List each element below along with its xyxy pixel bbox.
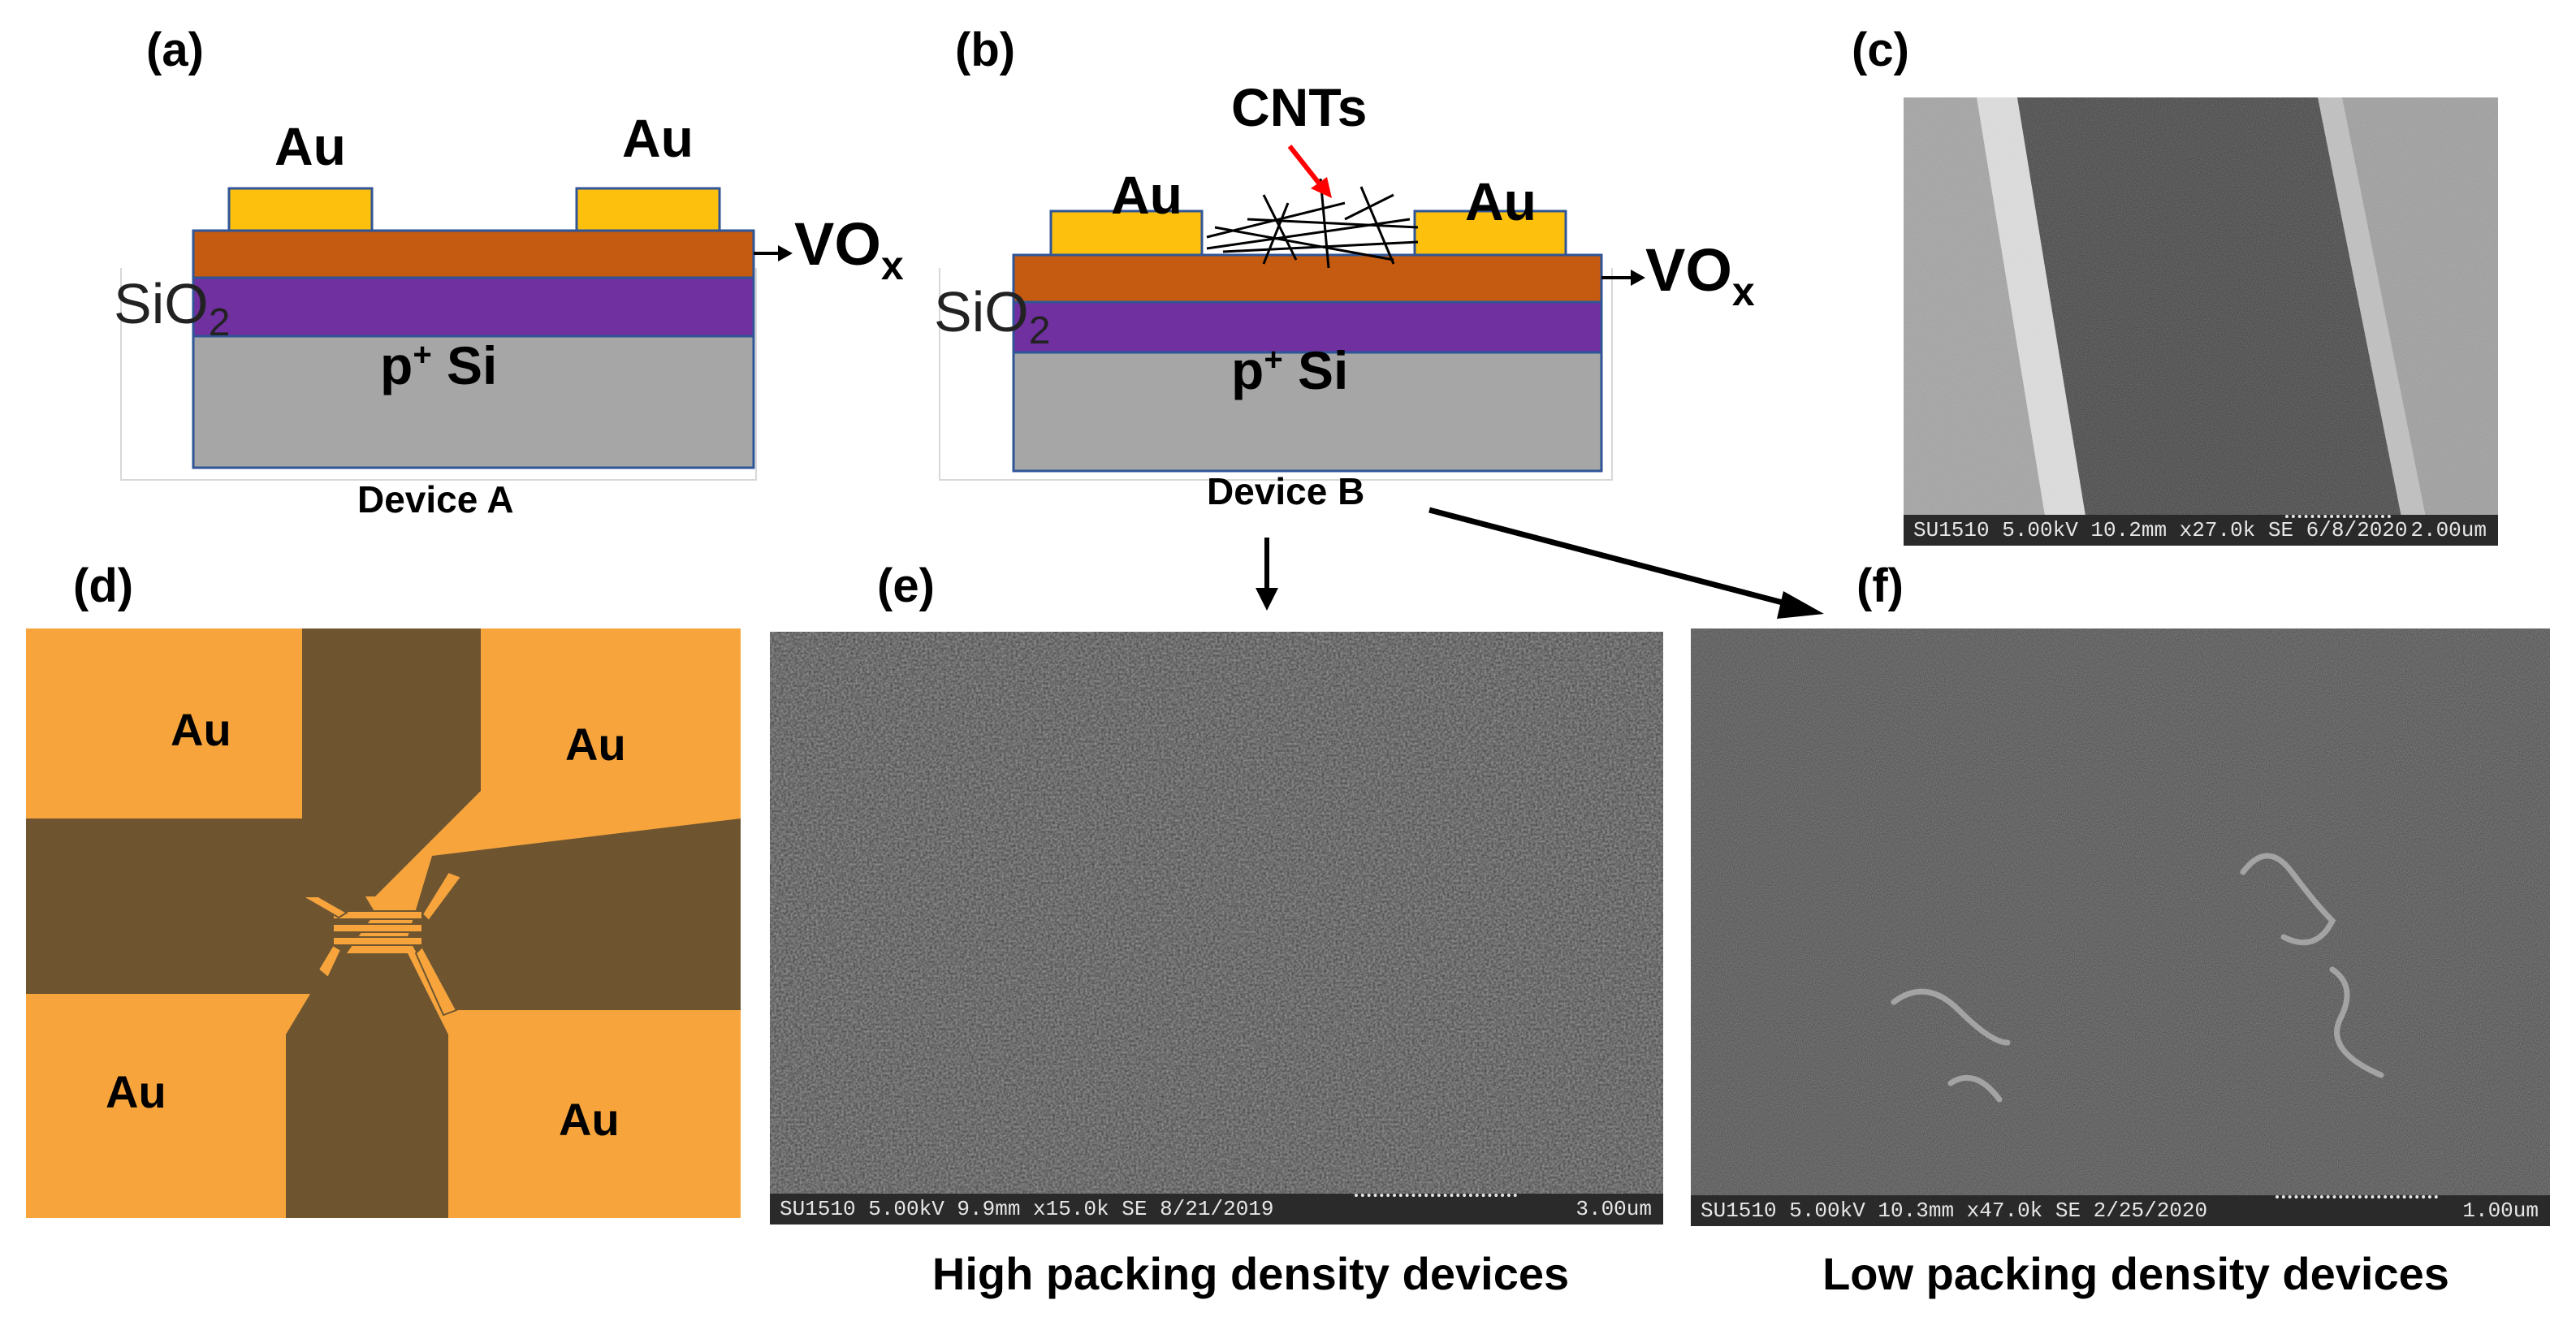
- vox-arrowhead-b: [1631, 270, 1645, 286]
- vox-layer-a: [192, 229, 755, 279]
- sio2-layer-a: [192, 276, 755, 338]
- panel-label-a: (a): [146, 24, 204, 76]
- si-label-a: p+ Si: [380, 335, 498, 395]
- vox-label-b: VOx: [1645, 236, 1755, 314]
- cnt-arrow-line: [1287, 145, 1323, 187]
- cnt-arrowhead: [1311, 177, 1332, 198]
- vox-label-a: VOx: [794, 210, 904, 288]
- arrowhead-to-f: [1777, 591, 1824, 619]
- sem-image-c: SU1510 5.00kV 10.2mm x27.0k SE 6/8/2020 …: [1904, 97, 2498, 546]
- sio2-label-b: SiO2: [934, 280, 1051, 352]
- layer-stack-b: [1012, 145, 1645, 473]
- panel-label-b: (b): [955, 24, 1016, 76]
- sem-scale-e: 3.00um: [1575, 1197, 1652, 1221]
- sem-info-bar-c: SU1510 5.00kV 10.2mm x27.0k SE 6/8/2020: [1904, 515, 2498, 546]
- arrow-to-f: [1428, 507, 1796, 609]
- au-label-right-b: Au: [1465, 171, 1537, 231]
- cnt-label: CNTs: [1231, 77, 1368, 137]
- optical-image-d: [26, 628, 741, 1218]
- au-label-left-a: Au: [274, 116, 346, 176]
- panel-a-frame: [120, 268, 757, 481]
- device-layout-d: [26, 628, 741, 1218]
- au-label-tl-d: Au: [171, 704, 231, 755]
- panel-label-d: (d): [73, 559, 134, 612]
- arrowhead-to-e: [1256, 588, 1278, 611]
- sem-scale-dots-c: [2285, 515, 2391, 521]
- sem-scale-c: 2.00um: [2410, 518, 2487, 542]
- au-electrode-right-b: [1413, 209, 1567, 257]
- sem-image-f: SU1510 5.00kV 10.3mm x47.0k SE 2/25/2020…: [1691, 628, 2550, 1226]
- si-label-b: p+ Si: [1231, 340, 1349, 400]
- caption-device-a: Device A: [357, 478, 514, 520]
- panel-label-e: (e): [877, 559, 935, 612]
- sem-scale-f: 1.00um: [2462, 1199, 2539, 1223]
- caption-device-b: Device B: [1207, 470, 1365, 512]
- sem-texture-c: [1904, 97, 2498, 546]
- panel-label-c: (c): [1852, 24, 1909, 76]
- au-label-tr-d: Au: [565, 719, 626, 770]
- panel-a-diagram: [120, 97, 851, 479]
- panel-b-frame: [939, 268, 1613, 481]
- layer-stack-a: [192, 187, 793, 469]
- sem-image-e: SU1510 5.00kV 9.9mm x15.0k SE 8/21/2019 …: [770, 632, 1663, 1224]
- caption-low-density: Low packing density devices: [1822, 1248, 2449, 1299]
- sem-texture-e: [770, 632, 1663, 1224]
- sio2-layer-b: [1012, 300, 1603, 354]
- panel-label-f: (f): [1856, 559, 1904, 612]
- si-layer-a: [192, 335, 755, 469]
- sio2-label-a: SiO2: [114, 272, 231, 344]
- panel-b-diagram: [939, 97, 1751, 479]
- sem-info-bar-e: SU1510 5.00kV 9.9mm x15.0k SE 8/21/2019: [770, 1194, 1663, 1224]
- sem-scale-dots-e: [1355, 1194, 1517, 1200]
- au-electrode-left-a: [227, 187, 374, 232]
- au-label-left-b: Au: [1111, 165, 1182, 225]
- sem-texture-f: [1691, 628, 2550, 1226]
- cnt-network: [1206, 178, 1419, 269]
- au-electrode-left-b: [1049, 209, 1204, 257]
- si-layer-b: [1012, 351, 1603, 473]
- vox-arrowhead-a: [778, 245, 793, 261]
- sem-scale-dots-f: [2276, 1195, 2438, 1202]
- au-label-br-d: Au: [559, 1094, 620, 1145]
- caption-high-density: High packing density devices: [931, 1248, 1570, 1299]
- au-label-right-a: Au: [622, 108, 694, 168]
- au-label-bl-d: Au: [106, 1066, 166, 1117]
- sem-info-bar-f: SU1510 5.00kV 10.3mm x47.0k SE 2/25/2020: [1691, 1195, 2550, 1226]
